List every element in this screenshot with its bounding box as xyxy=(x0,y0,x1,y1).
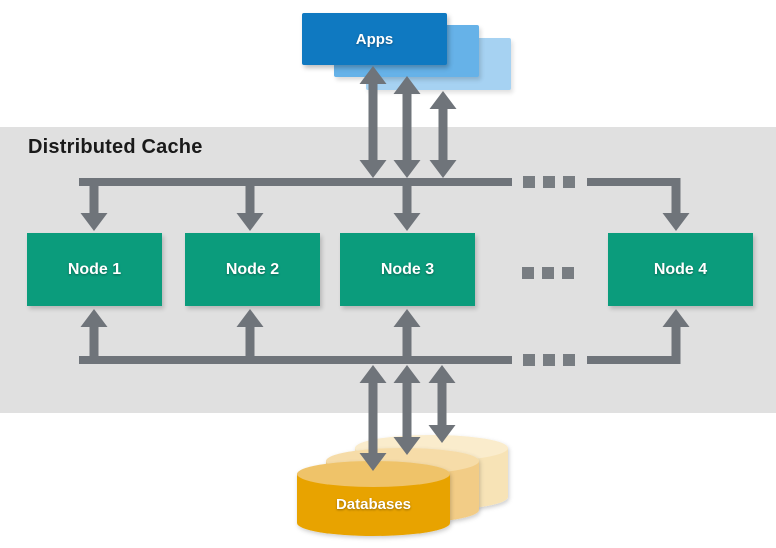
node-4-label: Node 4 xyxy=(653,260,708,278)
database-cylinders xyxy=(297,435,508,536)
node-3-label: Node 3 xyxy=(380,260,435,278)
cache-node-3: Node 3 xyxy=(340,233,475,306)
cache-node-4: Node 4 xyxy=(608,233,753,306)
cache-node-1: Node 1 xyxy=(27,233,162,306)
diagram-title: Distributed Cache xyxy=(28,136,203,158)
app-box-front: Apps xyxy=(302,13,447,65)
node-1-label: Node 1 xyxy=(67,260,122,278)
databases-label: Databases xyxy=(335,496,412,513)
node-2-label: Node 2 xyxy=(225,260,280,278)
databases-label-wrap: Databases xyxy=(297,496,450,514)
cache-node-2: Node 2 xyxy=(185,233,320,306)
apps-label: Apps xyxy=(355,30,394,48)
